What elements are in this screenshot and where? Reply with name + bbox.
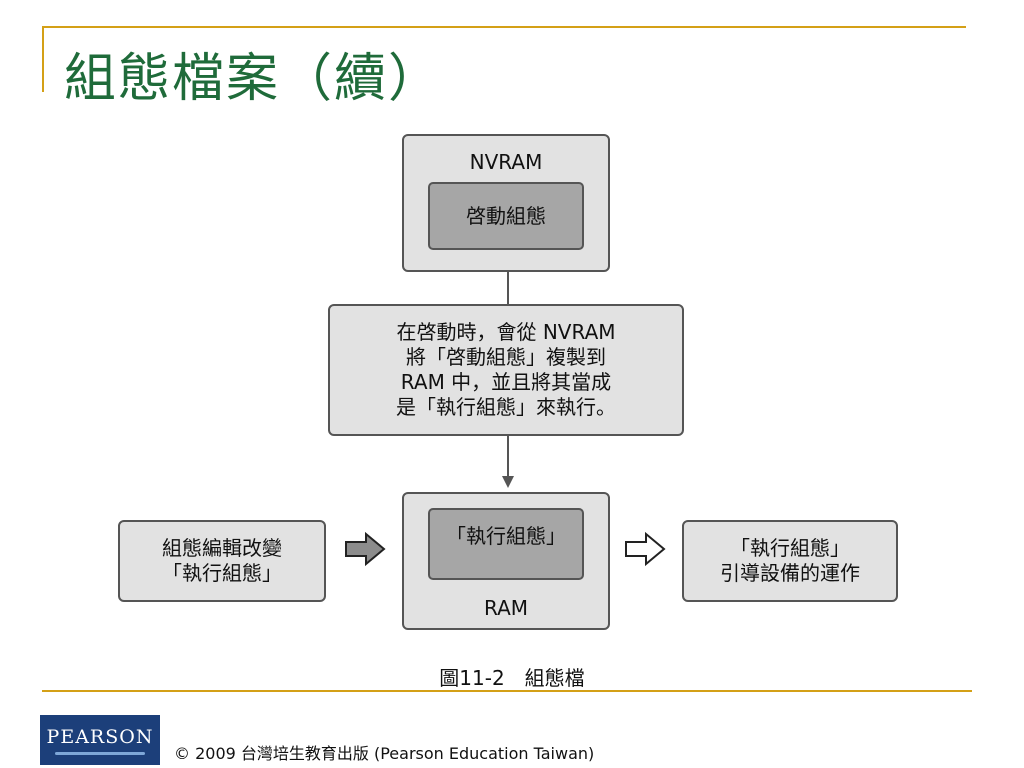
process-line: RAM 中，並且將其當成	[400, 370, 612, 394]
nvram-label: NVRAM	[469, 150, 543, 174]
config-edit-box: 組態編輯改變 「執行組態」	[118, 520, 326, 602]
figure-caption: 圖11-2 組態檔	[439, 666, 585, 690]
ram-box: 「執行組態」 RAM	[402, 492, 610, 630]
process-line: 是「執行組態」來執行。	[396, 395, 616, 419]
nvram-box: NVRAM 啓動組態	[402, 134, 610, 272]
process-line: 在啓動時，會從 NVRAM	[396, 320, 616, 344]
device-operation-line: 「執行組態」	[730, 536, 850, 560]
arrow-ram-to-right	[625, 531, 666, 567]
logo-text: PEARSON	[46, 725, 154, 748]
logo-swoosh	[55, 751, 145, 755]
device-operation-box: 「執行組態」 引導設備的運作	[682, 520, 898, 602]
device-operation-line: 引導設備的運作	[720, 561, 860, 585]
config-edit-line: 組態編輯改變	[162, 536, 282, 560]
bottom-rule	[42, 690, 972, 692]
arrowhead-to-ram	[502, 476, 514, 488]
top-rule	[42, 26, 966, 28]
process-description-box: 在啓動時，會從 NVRAM 將「啓動組態」複製到 RAM 中，並且將其當成 是「…	[328, 304, 684, 436]
process-line: 將「啓動組態」複製到	[406, 345, 606, 369]
config-edit-line: 「執行組態」	[162, 561, 282, 585]
copyright-text: © 2009 台灣培生教育出版 (Pearson Education Taiwa…	[174, 744, 595, 763]
ram-label: RAM	[483, 596, 529, 620]
slide-title: 組態檔案（續）	[64, 49, 443, 109]
arrow-left-to-ram	[345, 531, 386, 567]
title-accent-bar	[42, 26, 44, 92]
running-config-box: 「執行組態」	[428, 508, 584, 580]
pearson-logo: PEARSON	[40, 715, 160, 765]
startup-config-box: 啓動組態	[428, 182, 584, 250]
